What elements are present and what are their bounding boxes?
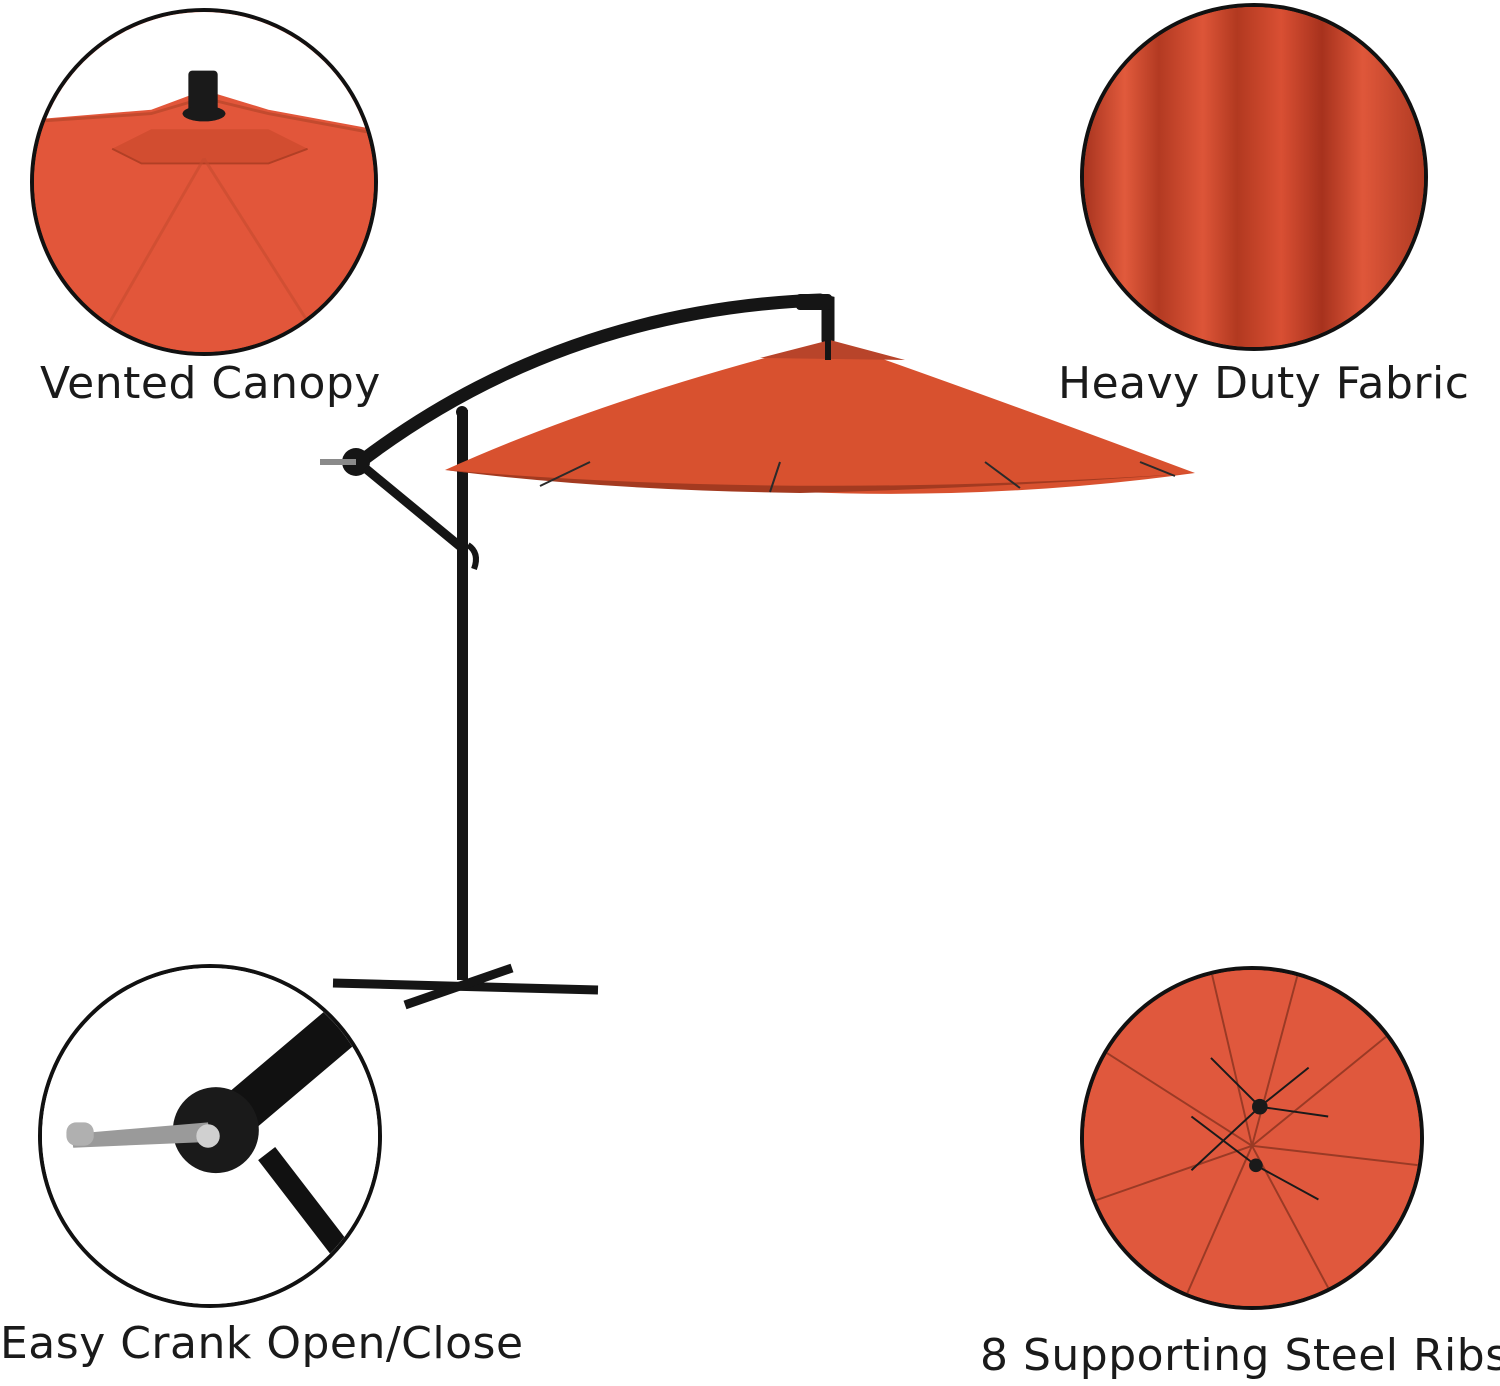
arm-joint [796, 294, 832, 310]
easy-crank-circle [38, 964, 382, 1308]
steel-ribs-circle [1080, 966, 1424, 1310]
heavy-duty-fabric-label: Heavy Duty Fabric [1058, 358, 1470, 409]
fabric-texture-icon [1084, 7, 1424, 347]
umbrella-pole [457, 410, 468, 980]
heavy-duty-fabric-circle [1080, 3, 1428, 351]
easy-crank-label: Easy Crank Open/Close [0, 1318, 524, 1369]
vented-canopy-circle [30, 8, 378, 356]
umbrella-canopy [445, 344, 1195, 494]
steel-ribs-label: 8 Supporting Steel Ribs [980, 1330, 1500, 1381]
arm-strut [362, 464, 465, 552]
vented-canopy-label: Vented Canopy [40, 358, 381, 409]
umbrella-arm [353, 293, 835, 469]
crank-handle-icon [42, 968, 378, 1304]
steel-ribs-icon [1084, 970, 1420, 1306]
vented-canopy-icon [34, 12, 374, 352]
